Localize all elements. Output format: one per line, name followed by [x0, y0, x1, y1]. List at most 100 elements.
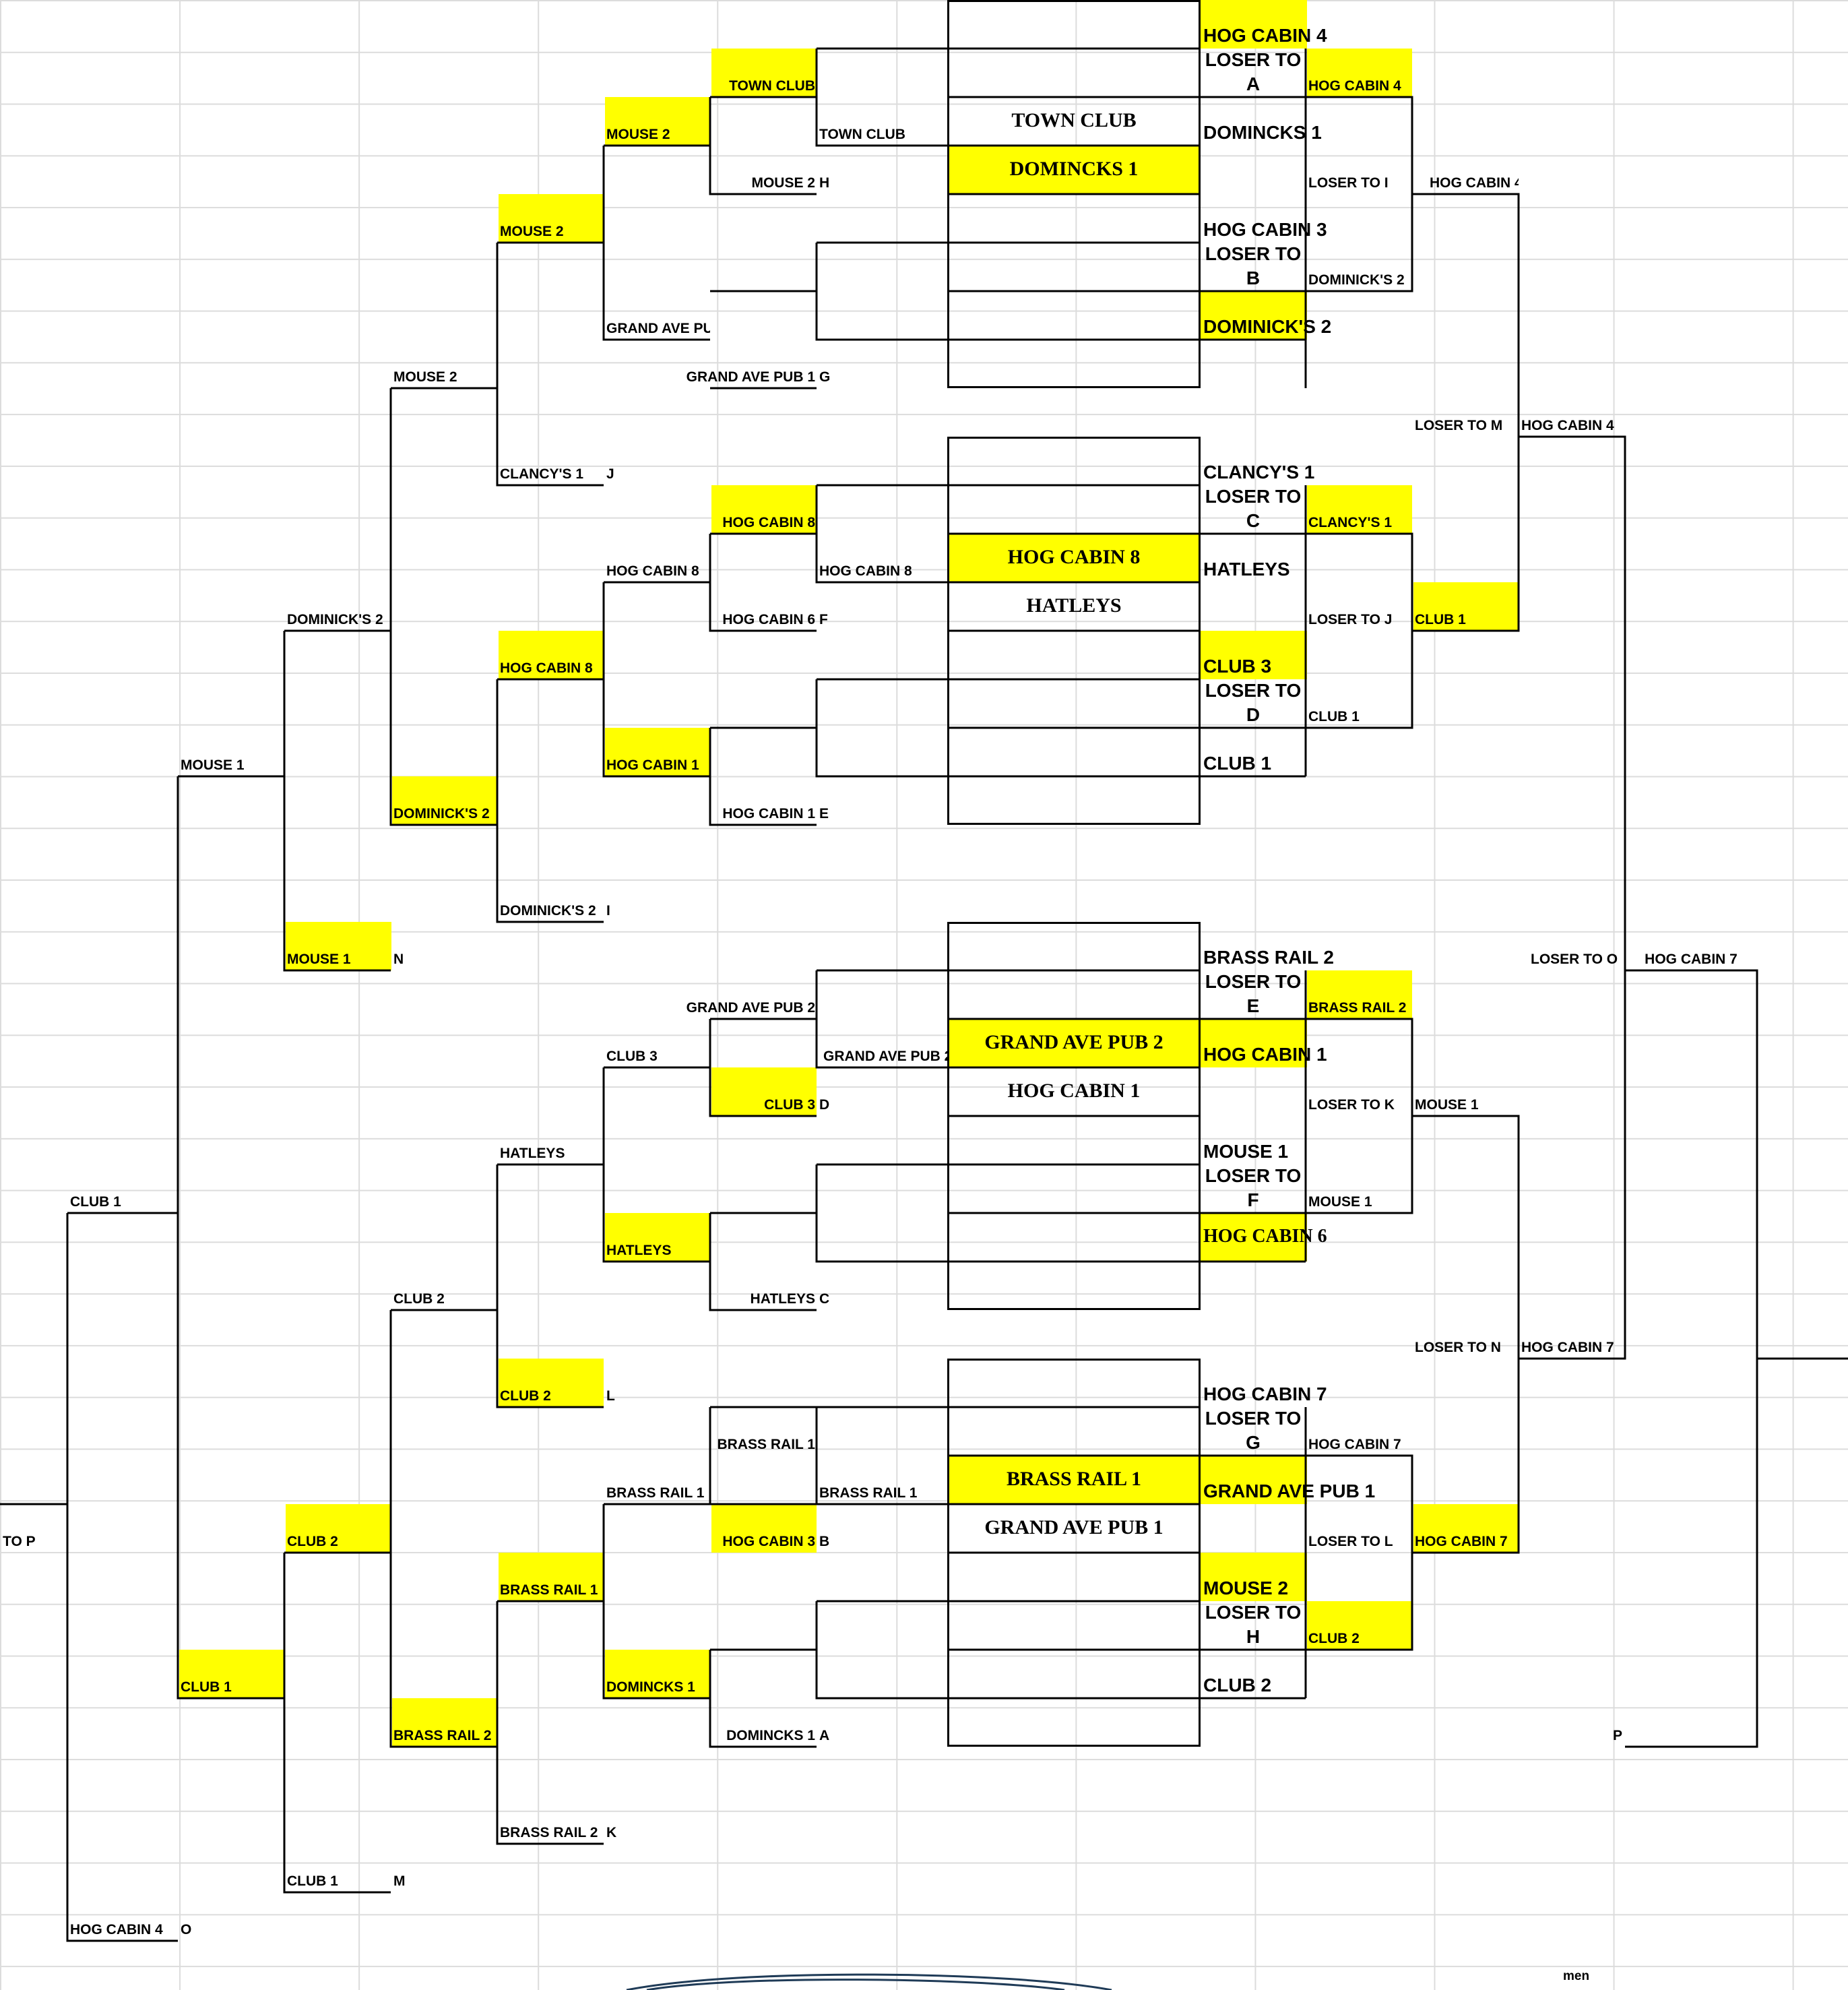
loser-team: HOG CABIN 7: [1203, 1383, 1327, 1404]
highlight-cell: [949, 1456, 1201, 1504]
team-label: MOUSE 1: [287, 952, 351, 967]
highlight-cell: [1201, 1456, 1307, 1504]
team-label: HOG CABIN 1: [722, 806, 815, 821]
highlight-cell: [499, 1359, 604, 1407]
loser-team: CLUB 2: [1203, 1675, 1272, 1696]
team-label: MOUSE 1: [181, 757, 245, 773]
loser-team: CLUB 3: [1203, 656, 1272, 677]
team-label: BRASS RAIL 1: [717, 1437, 815, 1452]
team-label: CLUB 3: [764, 1097, 815, 1113]
team-label: HATLEYS: [750, 1291, 815, 1307]
team-label: HOG CABIN 4: [1430, 175, 1519, 191]
center-team: GRAND AVE PUB 2: [984, 1031, 1164, 1053]
team-label: HOG CABIN 3: [722, 1534, 815, 1549]
team-label: TOWN CLUB: [729, 78, 815, 94]
team-label: CLUB 2: [1308, 1631, 1360, 1646]
loser-team: HOG CABIN 3: [1203, 219, 1327, 240]
team-label: MOUSE 1: [1308, 1194, 1372, 1210]
team-label: BRASS RAIL 1: [500, 1582, 598, 1598]
loser-team: CLUB 1: [1203, 753, 1272, 774]
loser-team: CLANCY'S 1: [1203, 462, 1315, 483]
match-letter: E: [819, 806, 829, 821]
center-team: TOWN CLUB: [1011, 109, 1137, 131]
team-label: CLUB 1: [181, 1679, 232, 1695]
match-letter: C: [819, 1291, 830, 1307]
match-letter: G: [819, 369, 831, 385]
team-label: CLANCY'S 1: [500, 466, 584, 482]
match-letter: O: [181, 1922, 192, 1937]
team-label: HOG CABIN 7: [1415, 1534, 1508, 1549]
highlight-cell: [499, 1553, 604, 1601]
loser-to-letter: A: [1246, 73, 1261, 94]
team-label: GRAND AVE PUB 2: [823, 1049, 947, 1064]
loser-to-label: LOSER TO L: [1308, 1534, 1393, 1549]
center-team: DOMINCKS 1: [1009, 158, 1139, 180]
center-team: HOG CABIN 8: [1007, 546, 1141, 568]
highlight-cell: [1201, 1553, 1307, 1601]
highlight-cell: [1307, 485, 1412, 534]
center-team: HOG CABIN 1: [1007, 1080, 1141, 1102]
final-team: HOG CABIN 7: [1645, 952, 1738, 967]
highlight-cell: [179, 1650, 284, 1698]
team-label: DOMINICK'S 2: [393, 806, 490, 821]
team-label: HOG CABIN 8: [722, 515, 815, 530]
loser-team: DOMINCKS 1: [1203, 122, 1322, 143]
loser-to-label: LOSER TO: [1205, 486, 1302, 507]
team-label: HOG CABIN 8: [819, 563, 912, 579]
loser-team: GRAND AVE PUB 1: [1203, 1481, 1376, 1501]
highlight-cell: [392, 776, 498, 825]
team-label: CLUB 1: [70, 1194, 121, 1210]
team-label: HOG CABIN 7: [1308, 1437, 1401, 1452]
highlight-cell: [286, 1504, 391, 1553]
team-label: GRAND AVE PUB 2: [686, 1000, 815, 1016]
team-label: TO P: [3, 1534, 36, 1549]
team-label: CLUB 1: [287, 1873, 338, 1889]
loser-team: HOG CABIN 4: [1203, 25, 1327, 46]
match-letter: L: [606, 1388, 615, 1404]
team-label: CLUB 2: [500, 1388, 551, 1404]
team-label: MOUSE 1: [1415, 1097, 1479, 1113]
team-label: CLUB 1: [1415, 612, 1466, 627]
team-label: MOUSE 2: [500, 224, 564, 239]
loser-team: HOG CABIN 6: [1203, 1226, 1327, 1247]
loser-to-letter: E: [1246, 995, 1260, 1016]
loser-to-label: LOSER TO: [1205, 49, 1302, 70]
match-letter: D: [819, 1097, 830, 1113]
highlight-cell: [605, 728, 711, 776]
highlight-cell: [711, 1504, 817, 1553]
team-label: HOG CABIN 8: [606, 563, 699, 579]
team-label: CLUB 1: [1308, 709, 1360, 724]
highlight-cell: [711, 49, 817, 97]
loser-team: MOUSE 1: [1203, 1141, 1289, 1162]
team-label: MOUSE 2: [393, 369, 457, 385]
loser-to-label: LOSER TO J: [1308, 612, 1393, 627]
team-label: HOG CABIN 4: [1521, 418, 1614, 433]
loser-team: HOG CABIN 1: [1203, 1044, 1327, 1065]
match-letter: K: [606, 1825, 617, 1840]
highlight-cell: [1201, 1019, 1307, 1067]
team-label: BRASS RAIL 2: [393, 1728, 492, 1743]
loser-to-label: LOSER TO: [1205, 243, 1302, 264]
center-team: HATLEYS: [1026, 594, 1122, 617]
team-label: HOG CABIN 8: [500, 660, 593, 676]
team-label: HOG CABIN 6: [722, 612, 815, 627]
team-label: DOMINICK'S 2: [287, 612, 383, 627]
team-label: CLUB 3: [606, 1049, 658, 1064]
loser-to-letter: H: [1246, 1626, 1261, 1647]
team-label: MOUSE 2: [751, 175, 815, 191]
team-label: CLUB 2: [287, 1534, 338, 1549]
loser-to-letter: G: [1246, 1432, 1261, 1453]
highlight-cell: [949, 146, 1201, 194]
loser-to-label: LOSER TO N: [1415, 1340, 1501, 1355]
team-label: DOMINCKS 1: [726, 1728, 815, 1743]
loser-to-label: LOSER TO: [1205, 1165, 1302, 1186]
team-label: DOMINCKS 1: [606, 1679, 695, 1695]
highlight-cell: [1201, 291, 1307, 340]
loser-to-label: LOSER TO M: [1415, 418, 1503, 433]
team-label: DOMINICK'S 2: [1308, 272, 1405, 288]
highlight-cell: [499, 631, 604, 679]
highlight-cell: [1307, 1601, 1412, 1650]
loser-to-letter: F: [1247, 1189, 1259, 1210]
